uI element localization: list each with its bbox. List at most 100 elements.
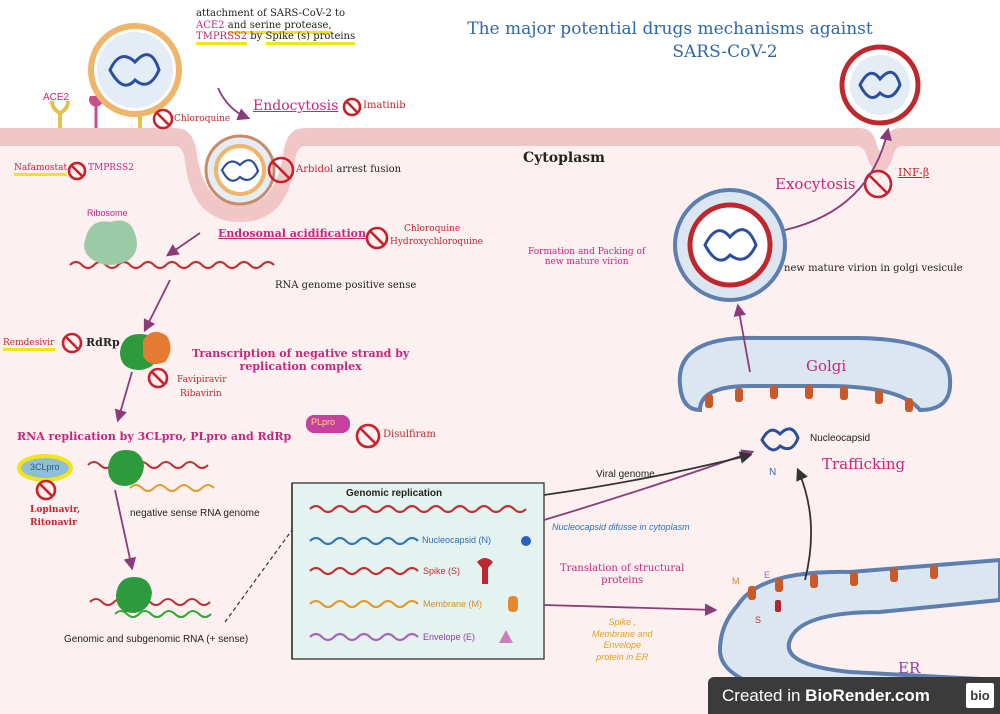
biorender-watermark: Created in BioRender.com bio <box>708 677 1000 714</box>
attachment-line-1: attachment of SARS-CoV-2 to <box>196 8 346 19</box>
rdrp-label: RdRp <box>86 336 120 349</box>
spike-protein-shape <box>477 558 493 584</box>
title-line-2: SARS-CoV-2 <box>672 41 778 62</box>
attachment-ace2: ACE2 <box>196 19 225 31</box>
nucleocapsid-n-label: N <box>769 467 777 478</box>
favipiravir-label: Favipiravir <box>177 375 227 385</box>
membrane-protein-shape <box>508 596 518 612</box>
membrane-rna-wave <box>309 599 419 609</box>
rdrp-complex <box>120 331 171 370</box>
ribosome-shape <box>84 220 137 265</box>
ritonavir-label: Ritonavir <box>30 518 77 528</box>
er-proteins <box>748 565 938 612</box>
er-line-2: Membrane and <box>592 628 653 639</box>
acidification-drug-2: Hydroxychloroquine <box>390 237 483 247</box>
genomic-rna-wave <box>309 504 527 514</box>
attachment-spike: Spike (s) proteins <box>265 31 356 45</box>
chloroquine-entry-label: Chloroquine <box>174 114 231 124</box>
golgi-spikes <box>705 385 913 412</box>
golgi-vesicle-label: new mature virion in golgi vesicule <box>784 263 963 274</box>
ace2-receptor <box>50 100 70 128</box>
watermark-text: Created in BioRender.com <box>722 686 930 706</box>
ace2-label: ACE2 <box>43 92 70 103</box>
er-line-4: protein in ER <box>596 652 649 663</box>
ribosome-label: Ribosome <box>87 208 128 218</box>
remdesivir-label: Remdesivir <box>3 338 55 352</box>
plpro-label: PLpro <box>311 417 336 427</box>
nucleocapsid-cluster <box>760 427 800 452</box>
virion-exocytosed <box>839 44 921 126</box>
attachment-serine: and serine protease, <box>227 19 332 34</box>
virion-golgi-vesicle <box>673 188 787 302</box>
subgenomic-label: Genomic and subgenomic RNA (+ sense) <box>64 634 249 645</box>
spike-box-label: Spike (S) <box>423 566 461 576</box>
plpro-shape <box>306 415 350 433</box>
imatinib-label: Imatinib <box>363 100 406 111</box>
envelope-box-label: Envelope (E) <box>423 632 476 642</box>
no-signs <box>35 97 893 501</box>
disulfiram-label: Disulfiram <box>383 429 436 440</box>
acidification-drug-1: Chloroquine <box>404 224 461 234</box>
nucleocapsid-rna-wave <box>309 536 419 546</box>
virion-attaching <box>88 23 182 117</box>
arrest-fusion-text: arrest fusion <box>336 164 402 175</box>
er-membrane <box>717 557 1000 702</box>
complex-subgenomic <box>116 577 152 613</box>
golgi-label: Golgi <box>806 357 847 375</box>
nucleocapsid-box-label: Nucleocapsid (N) <box>422 535 492 545</box>
complex-negative <box>108 450 144 486</box>
membrane-box-label: Membrane (M) <box>423 599 483 609</box>
translation-line-1: Translation of structural <box>560 563 685 574</box>
transcription-label: Transcription of negative strand by repl… <box>192 347 410 373</box>
translation-label: Translation of structural proteins <box>560 563 684 586</box>
biorender-logo-icon: bio <box>966 683 994 708</box>
cytoplasm-label: Cytoplasm <box>523 150 605 166</box>
nafamostat-label: Nafamostat <box>14 163 68 177</box>
arbidol-label: Arbidol arrest fusion <box>296 164 401 176</box>
title-line-1: The major potential drugs mechanisms aga… <box>467 19 873 39</box>
envelope-rna-wave <box>309 632 419 642</box>
attachment-by: by <box>250 31 263 42</box>
er-m-label: M <box>732 576 740 586</box>
spike-rna-wave <box>309 566 419 576</box>
exocytosis-label: Exocytosis <box>775 175 856 193</box>
genomic-replication-label: Genomic replication <box>346 488 443 499</box>
formation-label: Formation and Packing of new mature viri… <box>528 247 645 268</box>
er-proteins-label: Spike , Membrane and Envelope protein in… <box>592 617 653 664</box>
er-e-label: E <box>764 570 771 580</box>
page-title: The major potential drugs mechanisms aga… <box>0 18 1000 64</box>
attachment-text: attachment of SARS-CoV-2 to ACE2 and ser… <box>196 8 356 45</box>
translation-line-2: proteins <box>601 574 644 586</box>
nucleocapsid-dot <box>521 536 531 546</box>
rna-replication-label: RNA replication by 3CLpro, PLpro and RdR… <box>17 430 292 443</box>
inf-beta-label: INF-β <box>898 166 930 179</box>
3clpro-label: 3CLpro <box>30 462 60 472</box>
endosomal-acidification-label: Endosomal acidification <box>218 227 367 240</box>
transcription-line-2: replication complex <box>239 359 362 373</box>
er-label: ER <box>898 659 921 677</box>
nucleocapsid-diffuse-label: Nucleocapsid difusse in cytoplasm <box>552 522 690 532</box>
dark-arrows <box>543 451 812 581</box>
watermark-prefix: Created in <box>722 686 806 705</box>
negative-genome-label: negative sense RNA genome <box>130 508 260 519</box>
formation-line-1: Formation and Packing of <box>528 247 646 257</box>
arbidol-drug: Arbidol <box>296 164 334 175</box>
envelope-protein-shape <box>499 630 513 643</box>
cell-membrane <box>0 128 1000 222</box>
er-line-1: Spike , <box>608 617 637 627</box>
er-line-3: Envelope <box>603 640 642 651</box>
attachment-tmprss2: TMPRSS2 <box>196 31 248 45</box>
nucleocapsid-label: Nucleocapsid <box>810 433 871 444</box>
er-s-label: S <box>755 615 762 625</box>
formation-line-2: new mature virion <box>544 257 629 268</box>
watermark-brand: BioRender.com <box>805 686 930 705</box>
trafficking-label: Trafficking <box>822 455 906 473</box>
transcription-line-1: Transcription of negative strand by <box>192 347 410 360</box>
rna-subgenomic-green <box>114 610 212 618</box>
rna-negative-strand-orange <box>129 484 215 492</box>
ribavirin-label: Ribavirin <box>180 389 222 399</box>
virion-endosome <box>204 134 276 206</box>
rna-subgenomic-red <box>89 598 211 606</box>
viral-genome-label: Viral genome <box>596 469 655 480</box>
